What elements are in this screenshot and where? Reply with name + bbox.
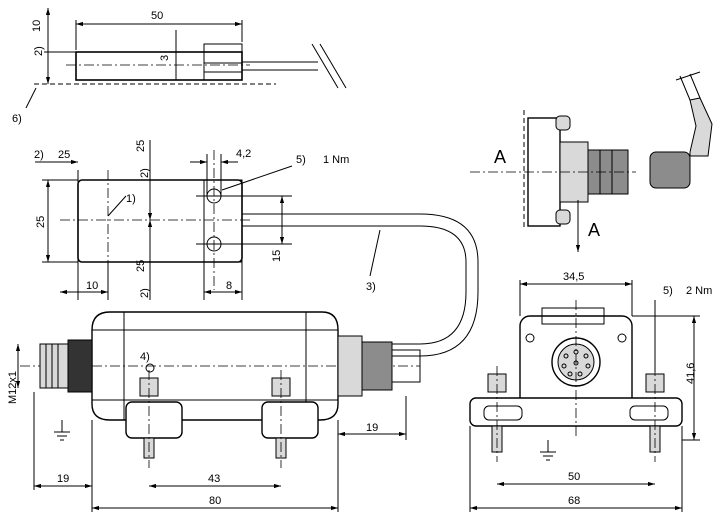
- plan-view: 10 8 25 2) 25 25 2) 25 2) 4,2 5) 1 Nm 1)…: [34, 140, 479, 357]
- section-a-right: A: [588, 220, 600, 240]
- led-indicator: [145, 363, 155, 373]
- note-4: 4): [140, 351, 150, 363]
- note-3: 3): [366, 281, 376, 293]
- side-view: 34,5 5) 2 Nm 41,6 50 68: [469, 271, 712, 512]
- note-6: 6): [12, 113, 22, 125]
- dim-25-lower: 25: [135, 260, 147, 272]
- note-2-upper: 2): [139, 168, 151, 178]
- cable-loop-outer: [242, 213, 479, 357]
- dim-25-left: 25: [35, 216, 47, 228]
- section-a-detail: A A: [470, 71, 713, 252]
- torque-2nm: 2 Nm: [686, 285, 712, 297]
- dim-19-left: 19: [57, 473, 69, 485]
- dim-34-5: 34,5: [563, 271, 584, 283]
- dim-10-plan: 10: [86, 280, 98, 292]
- mount-lug-profile: [203, 43, 243, 81]
- note-2-top: 2): [33, 46, 45, 56]
- dim-3: 3: [159, 55, 171, 61]
- cable-gland-nut: [361, 341, 393, 391]
- dim-19-right: 19: [366, 422, 378, 434]
- ground-symbol-front: [54, 420, 70, 441]
- dim-80: 80: [209, 495, 221, 507]
- break-marks: [311, 43, 347, 89]
- dim-25-top: 25: [58, 149, 70, 161]
- top-clamp: [541, 307, 605, 325]
- note-1: 1): [126, 193, 136, 205]
- ground-symbol-side: [540, 440, 556, 461]
- top-view: 50 10 2) 3 6): [12, 7, 347, 125]
- section-a-left: A: [494, 147, 506, 167]
- corner-screw-tr: [617, 333, 627, 343]
- note-2-plan: 2): [34, 149, 44, 161]
- thread-m12: M12x1: [7, 371, 19, 404]
- dim-50-side: 50: [568, 471, 580, 483]
- connector-nut: [67, 339, 93, 393]
- front-view: 4) M12x1 19 43 80 19: [7, 311, 421, 512]
- dim-43: 43: [208, 473, 220, 485]
- m12-connector: [39, 343, 69, 389]
- note-2-lower: 2): [139, 288, 151, 298]
- torque-1nm: 1 Nm: [323, 154, 349, 166]
- dim-8: 8: [226, 280, 232, 292]
- angled-plug-body: [689, 97, 713, 157]
- dim-15: 15: [271, 250, 283, 262]
- mount-lug-plan: [203, 179, 243, 263]
- note-5-plan: 5): [296, 154, 306, 166]
- cable-loop-inner: [242, 225, 467, 345]
- cable-gland-base: [337, 335, 363, 397]
- angled-plug-knurl: [649, 151, 691, 189]
- bracket-right: [261, 401, 319, 439]
- corner-screw-tl: [525, 333, 535, 343]
- dim-68: 68: [568, 495, 580, 507]
- dim-41-6: 41,6: [685, 363, 697, 384]
- bracket-left: [125, 401, 183, 439]
- dim-25-upper: 25: [135, 140, 147, 152]
- dim-50-top: 50: [151, 10, 163, 22]
- angled-plug-cable: [679, 73, 701, 101]
- dim-10: 10: [31, 20, 43, 32]
- dim-4-2: 4,2: [236, 148, 251, 160]
- note-5-side: 5): [663, 285, 673, 297]
